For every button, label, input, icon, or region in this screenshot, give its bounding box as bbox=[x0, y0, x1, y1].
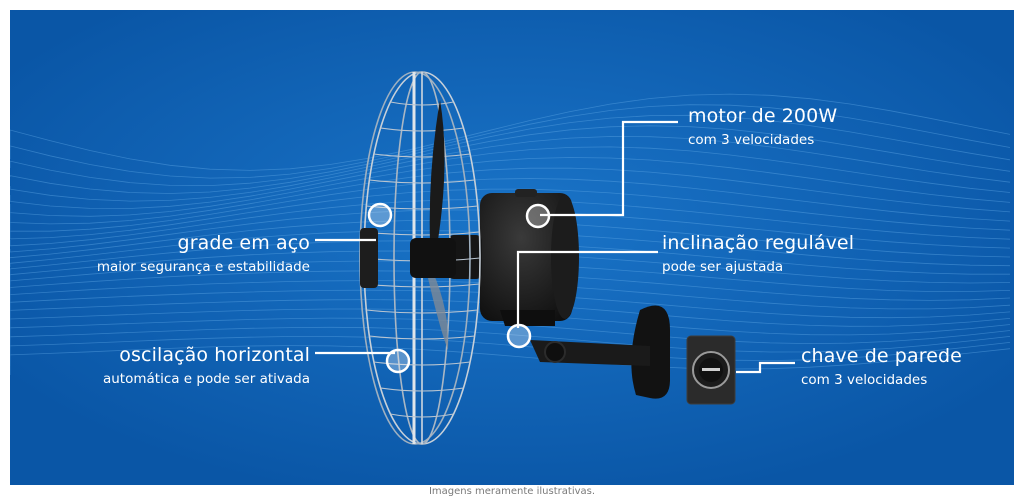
guard-wire bbox=[373, 361, 471, 366]
motor-callout-line bbox=[540, 120, 678, 217]
guard-wire bbox=[369, 179, 475, 184]
inclinacao-title: inclinação regulável bbox=[662, 232, 855, 254]
wave-line bbox=[10, 125, 1011, 194]
wave-line bbox=[10, 336, 1011, 366]
callout-marker-icon bbox=[385, 348, 411, 374]
grade-title: grade em aço bbox=[177, 232, 310, 254]
guard-wire bbox=[380, 127, 464, 132]
motor-title: motor de 200W bbox=[688, 105, 838, 127]
fan-blades bbox=[360, 100, 456, 350]
chave-title: chave de parede bbox=[801, 345, 962, 367]
oscilacao-callout: oscilação horizontal automática e pode s… bbox=[103, 344, 310, 388]
guard-wire bbox=[366, 309, 478, 314]
wave-line bbox=[10, 136, 1011, 202]
callout-marker-icon bbox=[367, 202, 393, 228]
oscilacao-title: oscilação horizontal bbox=[119, 344, 310, 366]
inclinacao-subtitle: pode ser ajustada bbox=[662, 259, 784, 275]
wave-line bbox=[10, 93, 1011, 171]
disclaimer-caption: Imagens meramente ilustrativas. bbox=[428, 486, 596, 497]
wall-switch-image bbox=[686, 335, 736, 405]
motor-callout: motor de 200W com 3 velocidades bbox=[688, 105, 837, 149]
inclinacao-callout: inclinação regulável pode ser ajustada bbox=[662, 232, 854, 276]
guard-wire bbox=[390, 101, 454, 106]
wave-line bbox=[10, 317, 1011, 348]
chave-callout: chave de parede com 3 velocidades bbox=[801, 345, 962, 389]
callout-lines bbox=[315, 120, 795, 374]
callout-marker-icon bbox=[506, 323, 532, 349]
callout-markers bbox=[367, 202, 551, 374]
product-banner: motor de 200W com 3 velocidades grade em… bbox=[10, 10, 1014, 485]
wave-line bbox=[10, 146, 1011, 209]
motor-housing bbox=[448, 189, 579, 326]
grade-subtitle: maior segurança e estabilidade bbox=[96, 259, 310, 275]
chave-subtitle: com 3 velocidades bbox=[801, 372, 928, 388]
wave-line bbox=[10, 104, 1011, 179]
guard-wire bbox=[390, 413, 454, 418]
banner-illustration bbox=[10, 10, 1014, 485]
oscilacao-subtitle: automática e pode ser ativada bbox=[102, 371, 310, 387]
wave-line bbox=[10, 326, 1011, 357]
wave-line bbox=[10, 114, 1011, 187]
wave-line bbox=[10, 157, 1011, 217]
guard-wire bbox=[380, 387, 464, 392]
wave-line bbox=[10, 178, 1011, 232]
guard-wire bbox=[369, 335, 475, 340]
chave-callout-line bbox=[736, 361, 795, 374]
wave-line bbox=[10, 167, 1011, 225]
callout-marker-icon bbox=[525, 203, 551, 229]
grade-callout: grade em aço maior segurança e estabilid… bbox=[97, 232, 310, 276]
guard-wire bbox=[366, 205, 478, 210]
wave-line bbox=[10, 188, 1011, 240]
wall-bracket bbox=[530, 305, 670, 399]
inclinacao-callout-line bbox=[516, 250, 658, 328]
motor-subtitle: com 3 velocidades bbox=[688, 132, 815, 148]
guard-wire bbox=[373, 153, 471, 158]
wave-line bbox=[10, 345, 1011, 375]
